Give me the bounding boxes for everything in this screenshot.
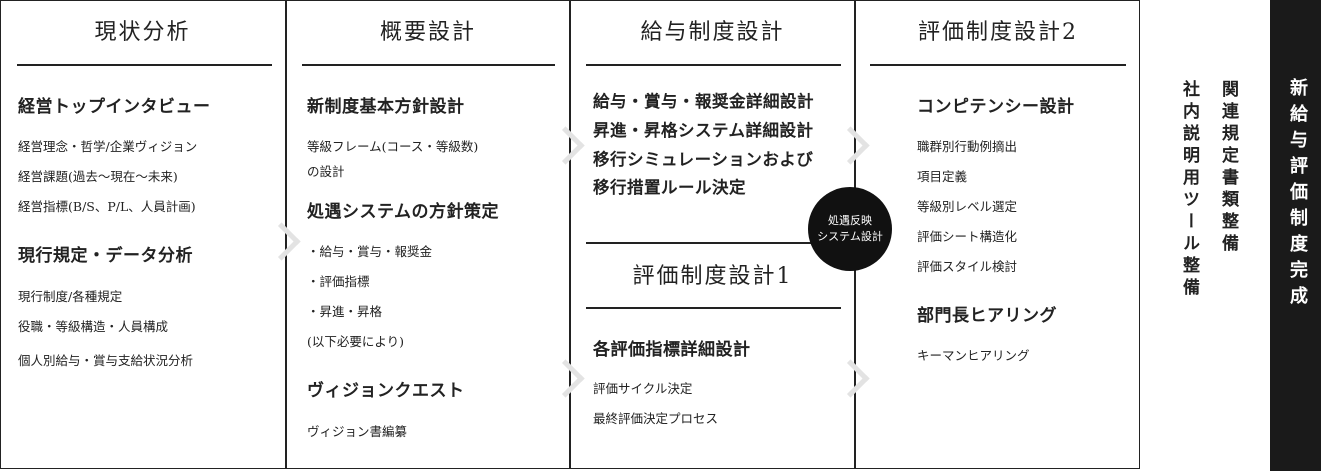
title-rule (302, 64, 555, 66)
section-item: 経営課題(過去～現在～未来) (18, 169, 178, 184)
title-rule (586, 307, 841, 309)
section-item: 等級フレーム(コース・等級数) (307, 139, 479, 154)
title-rule (586, 64, 841, 66)
section-item: 経営指標(B/S、P/L、人員計画) (18, 199, 196, 214)
internal-tools-text: 社内説明用ツール整備 (1179, 80, 1199, 300)
subsection-title: 評価制度設計1 (632, 264, 793, 289)
section-item: キーマンヒアリング (917, 348, 1030, 363)
section-item: 項目定義 (917, 169, 968, 184)
section-item: 現行制度/各種規定 (18, 289, 123, 304)
section-heading: 部門長ヒアリング (917, 306, 1057, 326)
column-evaluation-design-2: 評価制度設計2 コンピテンシー設計 職群別行動例摘出 項目定義 等級別レベル選定… (856, 0, 1140, 469)
column-title: 給与制度設計 (640, 20, 785, 45)
title-rule (17, 64, 272, 66)
section-item: 個人別給与・賞与支給状況分析 (18, 353, 194, 368)
column-divider (569, 0, 571, 469)
section-item: (以下必要により) (307, 334, 405, 349)
section-item: 評価スタイル検討 (917, 259, 1018, 274)
section-heading: 各評価指標詳細設計 (593, 340, 751, 360)
section-heading: コンピテンシー設計 (917, 97, 1075, 117)
column-title: 概要設計 (379, 20, 476, 45)
completion-text: 新給与評価制度完成 (1287, 78, 1308, 312)
section-item: 役職・等級構造・人員構成 (18, 319, 169, 334)
section-heading: 処遇システムの方針策定 (307, 202, 499, 222)
section-item: ・評価指標 (307, 274, 370, 289)
column-current-analysis: 現状分析 経営トップインタビュー 経営理念・哲学/企業ヴィジョン 経営課題(過去… (0, 0, 285, 469)
section-heading: 現行規定・データ分析 (18, 246, 193, 266)
salary-line: 給与・賞与・報奨金詳細設計 (593, 92, 814, 111)
section-heading: 経営トップインタビュー (18, 97, 211, 117)
column-salary-design: 給与制度設計 給与・賞与・報奨金詳細設計 昇進・昇格システム詳細設計 移行シミュ… (571, 0, 854, 469)
column-title: 現状分析 (94, 20, 191, 45)
section-item: ・昇進・昇格 (307, 304, 383, 319)
title-rule (870, 64, 1126, 66)
section-item: 最終評価決定プロセス (593, 411, 719, 426)
related-regulations-text: 関連規定書類整備 (1218, 80, 1238, 256)
completion-panel: 新給与評価制度完成 (1270, 0, 1321, 471)
column-divider (285, 0, 287, 469)
section-item: 評価シート構造化 (917, 229, 1018, 244)
treatment-system-badge: 処遇反映 システム設計 (808, 187, 892, 271)
section-item: ・給与・賞与・報奨金 (307, 244, 433, 259)
salary-line: 昇進・昇格システム詳細設計 (593, 121, 814, 140)
section-heading: 新制度基本方針設計 (307, 97, 465, 117)
section-item: 職群別行動例摘出 (917, 139, 1018, 154)
section-item: の設計 (307, 164, 345, 179)
badge-line: 処遇反映 (828, 214, 872, 227)
column-outline-design: 概要設計 新制度基本方針設計 等級フレーム(コース・等級数) の設計 処遇システ… (287, 0, 569, 469)
section-rule (586, 242, 841, 244)
badge-line: システム設計 (817, 230, 883, 243)
section-item: 評価サイクル決定 (593, 381, 693, 396)
section-item: 等級別レベル選定 (917, 199, 1018, 214)
column-title: 評価制度設計2 (918, 20, 1078, 45)
section-heading: ヴィジョンクエスト (307, 381, 465, 401)
salary-line: 移行措置ルール決定 (593, 178, 746, 197)
section-item: ヴィジョン書編纂 (307, 424, 408, 439)
section-item: 経営理念・哲学/企業ヴィジョン (18, 139, 198, 154)
salary-line: 移行シミュレーションおよび (593, 150, 814, 169)
